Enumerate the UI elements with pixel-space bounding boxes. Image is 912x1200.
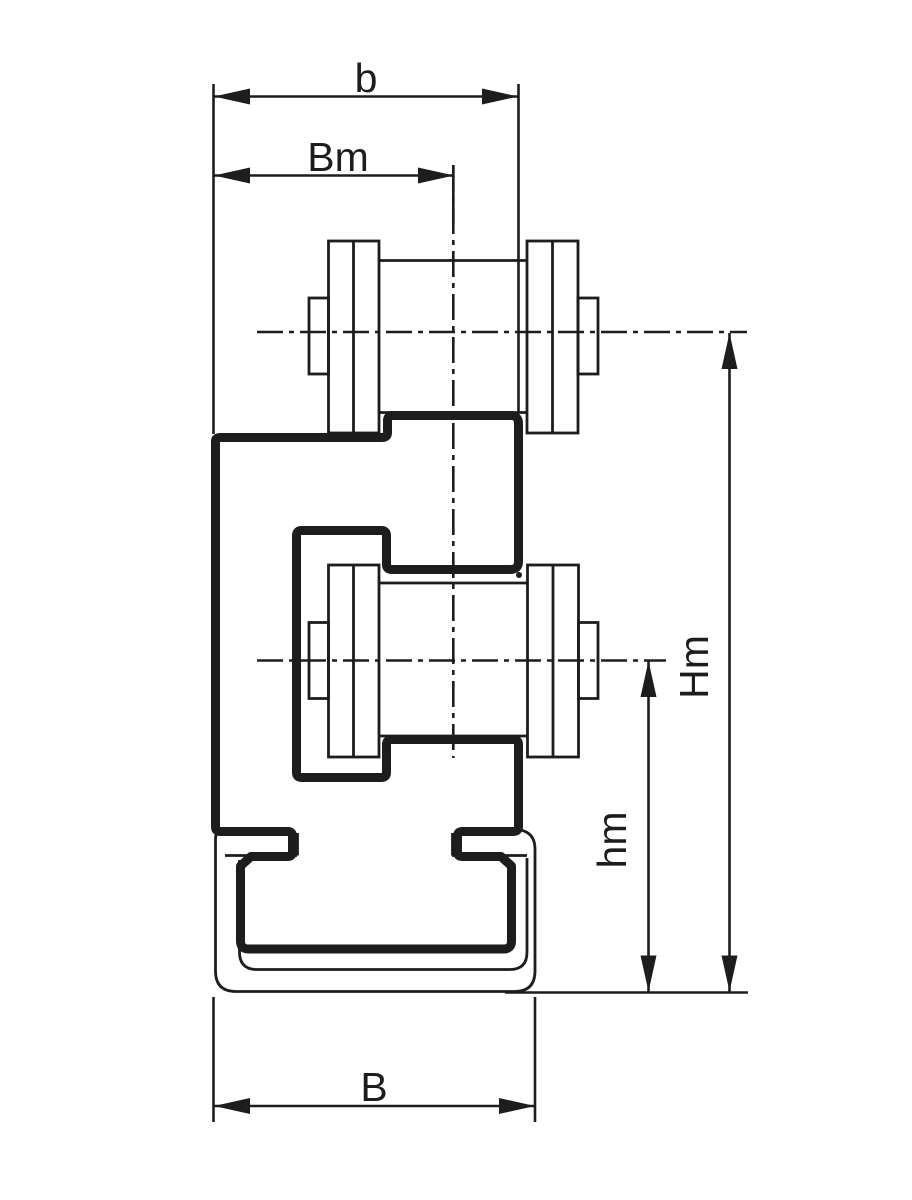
b-rail-left-arrowhead [214,1098,250,1114]
centerlines [257,165,747,758]
dimension-b: b [212,55,520,434]
c-rail-outer-outline [214,828,537,993]
dimension-label-hm-capital: Hm [671,635,717,699]
dimension-label-b-rail: B [360,1064,387,1110]
hm-capital-top-arrowhead [721,333,738,369]
dimension-bm: Bm [214,134,455,223]
b-rail-right-arrowhead [499,1098,535,1114]
dimension-label-hm-lower: hm [589,812,635,869]
chain-plate [211,411,523,954]
upper-roller [307,239,600,435]
dimension-label-bm: Bm [307,134,369,180]
hm-capital-bottom-arrowhead [721,955,738,992]
chain-plate-outline [211,411,523,954]
b-left-arrowhead [214,88,250,105]
hm-lower-top-arrowhead [640,661,657,697]
b-extension-lines [212,84,520,434]
dimension-b-rail: B [212,997,537,1122]
c-rail-inner-outline [238,858,529,971]
bm-right-arrowhead [418,167,454,184]
dimension-label-b: b [355,55,378,101]
reference-dot [516,572,522,578]
upper-left-hub [307,296,330,376]
hm-lower-bottom-arrowhead [640,955,657,992]
upper-right-hub [576,296,600,376]
b-right-arrowhead [482,88,518,105]
bm-left-arrowhead [214,167,250,184]
dimension-hm-group: Hm hm [505,333,748,994]
b-rail-extension-lines [212,997,537,1122]
